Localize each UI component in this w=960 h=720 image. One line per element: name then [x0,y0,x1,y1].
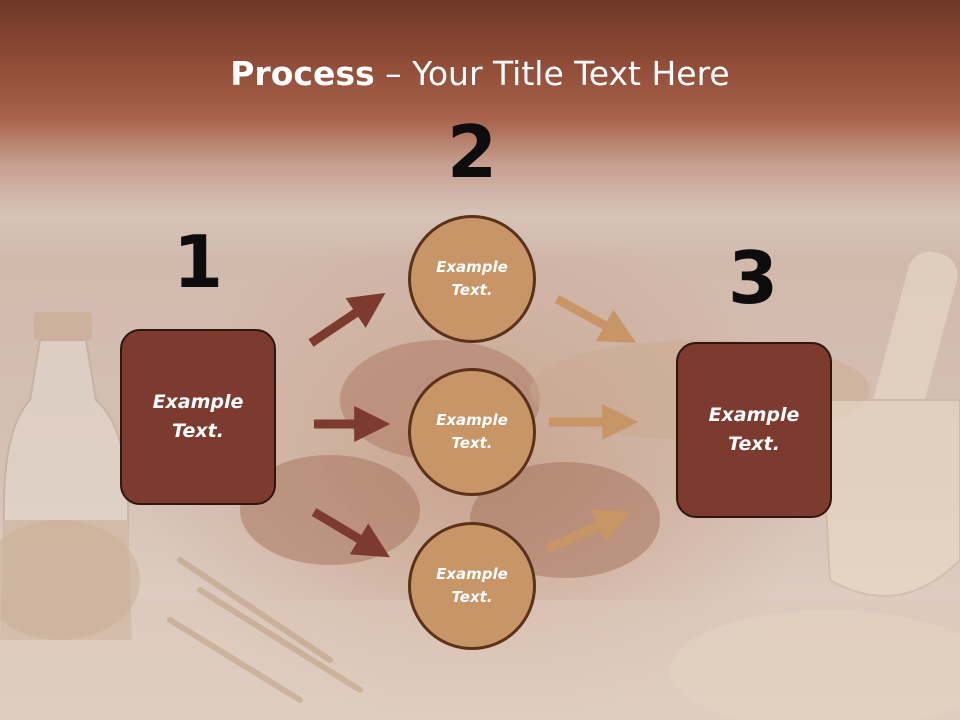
step-number-3: 3 [727,236,779,320]
left-box-text: Example Text. [152,391,244,442]
circle-top-text: Example Text. [436,258,508,299]
circle-middle-text: Example Text. [436,411,508,452]
step-number-2: 2 [446,110,498,194]
mortar-icon [670,251,960,720]
right-box[interactable]: Example Text. [676,342,832,518]
title-rest: – Your Title Text Here [374,54,730,93]
left-box[interactable]: Example Text. [120,329,276,505]
title-bold: Process [230,54,375,93]
circle-bottom-text: Example Text. [436,565,508,606]
circle-middle[interactable]: Example Text. [408,368,536,496]
circle-bottom[interactable]: Example Text. [408,522,536,650]
right-box-text: Example Text. [708,404,800,455]
circle-top[interactable]: Example Text. [408,215,536,343]
slide-title: Process – Your Title Text Here [0,52,960,96]
wheat-icon [167,557,363,703]
step-number-1: 1 [172,220,224,304]
